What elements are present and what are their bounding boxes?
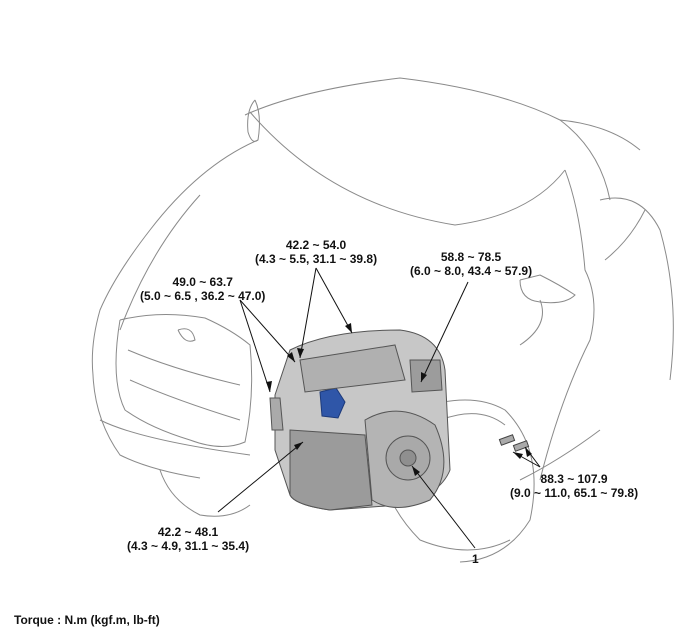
torque-value: 88.3 ~ 107.9 [540,472,608,486]
torque-units-footer: Torque : N.m (kgf.m, lb-ft) [14,613,160,627]
torque-label-top-right: 58.8 ~ 78.5 (6.0 ~ 8.0, 43.4 ~ 57.9) [410,250,532,278]
torque-alt-units: (5.0 ~ 6.5 , 36.2 ~ 47.0) [140,289,266,303]
bolt-pair [498,434,530,452]
transaxle-assembly [269,329,451,511]
torque-value: 58.8 ~ 78.5 [440,250,502,264]
torque-label-top-center: 42.2 ~ 54.0 (4.3 ~ 5.5, 31.1 ~ 39.8) [255,238,377,266]
torque-alt-units: (4.3 ~ 4.9, 31.1 ~ 35.4) [127,539,250,553]
torque-label-left: 49.0 ~ 63.7 (5.0 ~ 6.5 , 36.2 ~ 47.0) [140,275,265,303]
torque-alt-units: (4.3 ~ 5.5, 31.1 ~ 39.8) [255,252,378,266]
torque-value: 42.2 ~ 48.1 [157,525,219,539]
callout-number: 1 [472,552,479,566]
torque-value: 49.0 ~ 63.7 [172,275,233,289]
torque-value: 42.2 ~ 54.0 [285,238,347,252]
torque-alt-units: (6.0 ~ 8.0, 43.4 ~ 57.9) [410,264,533,278]
leader-lines [217,267,541,549]
leader-arrowheads [266,323,532,476]
torque-alt-units: (9.0 ~ 11.0, 65.1 ~ 79.8) [510,486,639,500]
torque-label-right: 88.3 ~ 107.9 (9.0 ~ 11.0, 65.1 ~ 79.8) [510,472,638,500]
torque-label-bottom-left: 42.2 ~ 48.1 (4.3 ~ 4.9, 31.1 ~ 35.4) [127,525,249,553]
car-outline [91,77,674,563]
